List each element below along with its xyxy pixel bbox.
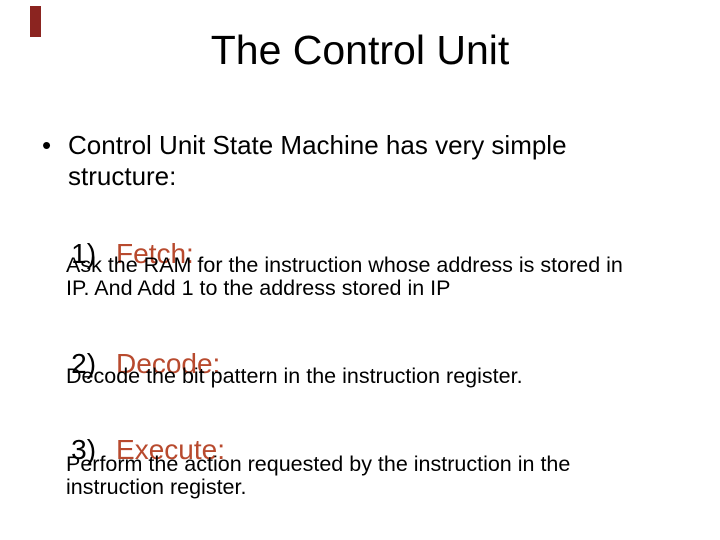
step-number: 3) bbox=[71, 434, 97, 465]
step-label: Decode: bbox=[116, 348, 221, 379]
step-number: 1) bbox=[71, 238, 97, 269]
detail-line: Decode the bit pattern in the instructio… bbox=[66, 364, 523, 388]
detail-line: Perform the action requested by the inst… bbox=[66, 452, 571, 476]
step-2-heading: 2) Decode: bbox=[40, 313, 220, 415]
bullet-line: Control Unit State Machine has very simp… bbox=[68, 130, 567, 160]
step-3-heading: 3) Execute: bbox=[40, 399, 225, 501]
step-1-heading: 1) Fetch: bbox=[40, 203, 194, 305]
step-3-detail: Perform the action requested by the inst… bbox=[66, 453, 570, 499]
step-number: 2) bbox=[71, 348, 97, 379]
detail-line: instruction register. bbox=[66, 475, 247, 499]
bullet-marker: • bbox=[42, 130, 52, 160]
detail-line: Ask the RAM for the instruction whose ad… bbox=[66, 253, 623, 277]
step-label: Fetch: bbox=[116, 238, 194, 269]
slide-title: The Control Unit bbox=[210, 27, 510, 73]
corner-accent-mark bbox=[30, 6, 41, 37]
step-label: Execute: bbox=[116, 434, 225, 465]
bullet-line: structure: bbox=[68, 161, 177, 191]
bullet-text: Control Unit State Machine has very simp… bbox=[68, 130, 567, 192]
step-1-detail: Ask the RAM for the instruction whose ad… bbox=[66, 254, 623, 300]
bullet-item: • Control Unit State Machine has very si… bbox=[42, 130, 567, 192]
detail-line: IP. And Add 1 to the address stored in I… bbox=[66, 276, 451, 300]
step-2-detail: Decode the bit pattern in the instructio… bbox=[66, 365, 523, 388]
